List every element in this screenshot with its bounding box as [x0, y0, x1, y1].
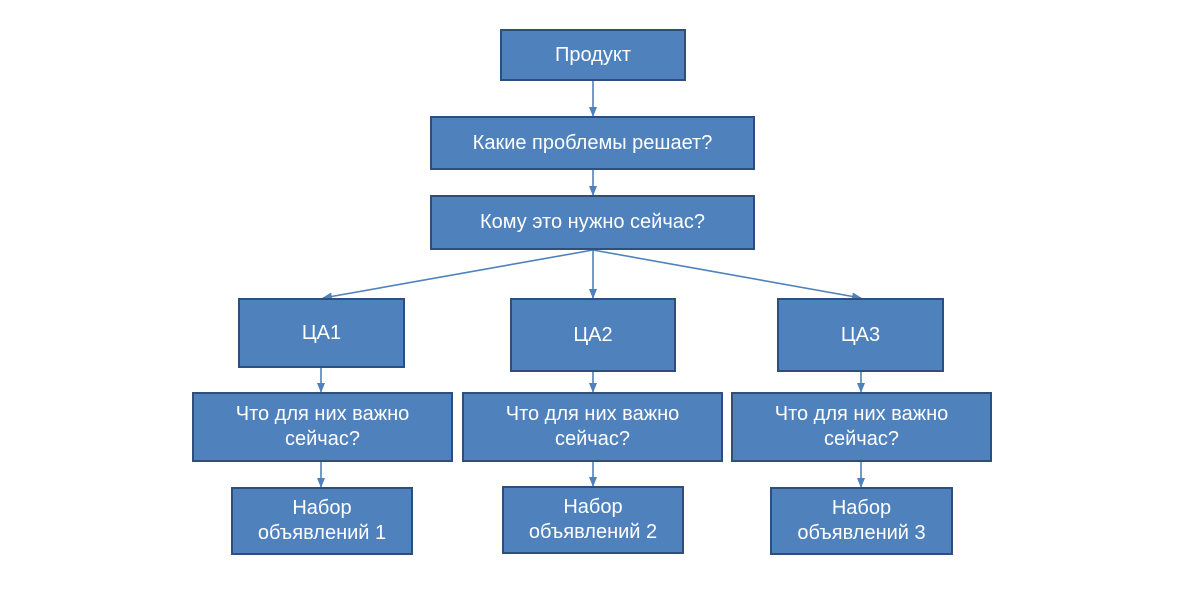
node-ads3-label: Набор объявлений 3 — [797, 497, 926, 544]
node-ads3: Набор объявлений 3 — [770, 487, 953, 555]
node-important2-label: Что для них важно сейчас? — [505, 403, 680, 450]
node-ta2-label: ЦА2 — [573, 323, 613, 346]
node-who-needs: Кому это нужно сейчас? — [430, 195, 755, 250]
node-important1: Что для них важно сейчас? — [192, 392, 453, 462]
node-who-needs-label: Кому это нужно сейчас? — [479, 211, 706, 233]
node-ta1: ЦА1 — [238, 298, 405, 368]
node-ta1-label: ЦА1 — [301, 321, 342, 344]
connector-who-needs-to-ta3 — [592, 249, 862, 301]
node-important3-label: Что для них важно сейчас? — [774, 403, 949, 450]
node-ta3: ЦА3 — [777, 298, 944, 372]
node-problems-label: Какие проблемы решает? — [472, 131, 713, 154]
connector-who-needs-to-ta1 — [322, 249, 594, 301]
node-ads2-label: Набор объявлений 2 — [528, 496, 658, 543]
node-ads2: Набор объявлений 2 — [502, 486, 684, 554]
node-ads1-label: Набор объявлений 1 — [257, 497, 387, 544]
node-ads1: Набор объявлений 1 — [231, 487, 413, 555]
node-problems: Какие проблемы решает? — [430, 116, 755, 170]
node-important3: Что для них важно сейчас? — [731, 392, 992, 462]
node-product-label: Продукт — [555, 43, 631, 66]
node-ta2: ЦА2 — [510, 298, 676, 372]
node-important1-label: Что для них важно сейчас? — [235, 403, 410, 450]
node-important2: Что для них важно сейчас? — [462, 392, 723, 462]
node-ta3-label: ЦА3 — [840, 323, 881, 346]
node-product: Продукт — [500, 29, 686, 81]
